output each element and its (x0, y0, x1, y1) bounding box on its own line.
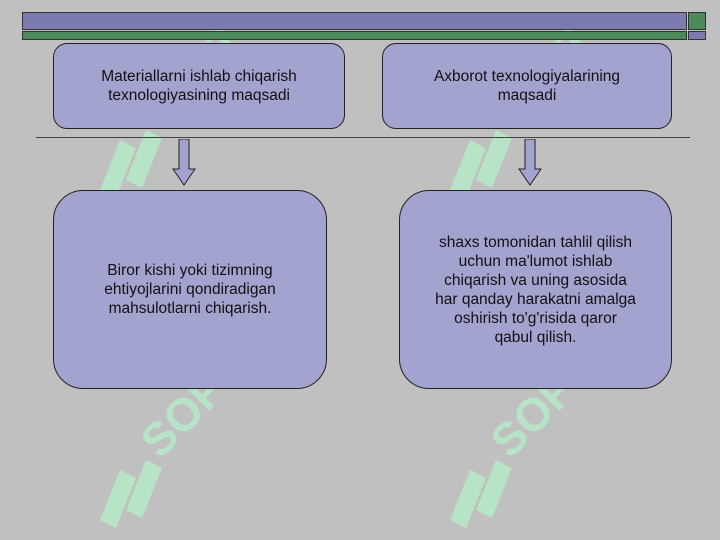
result-box-materials: Biror kishi yoki tizimning ehtiyojlarini… (53, 190, 327, 389)
result-box-it: shaxs tomonidan tahlil qilish uchun ma'l… (399, 190, 672, 389)
goal-box-it: Axborot texnologiyalarining maqsadi (382, 43, 672, 129)
header-corner-square (688, 12, 706, 30)
goal-text-it: Axborot texnologiyalarining maqsadi (433, 68, 621, 104)
down-arrow-icon (518, 139, 542, 186)
header-bar (22, 12, 687, 30)
header-corner-square-small (688, 31, 706, 40)
header-underline (22, 31, 687, 40)
result-text-it: shaxs tomonidan tahlil qilish uchun ma'l… (435, 233, 636, 346)
goal-text-materials: Materiallarni ishlab chiqarish texnologi… (101, 68, 297, 104)
result-text-materials: Biror kishi yoki tizimning ehtiyojlarini… (104, 262, 276, 317)
goal-box-materials: Materiallarni ishlab chiqarish texnologi… (53, 43, 345, 129)
divider-line (36, 137, 690, 138)
down-arrow-icon (172, 139, 196, 186)
